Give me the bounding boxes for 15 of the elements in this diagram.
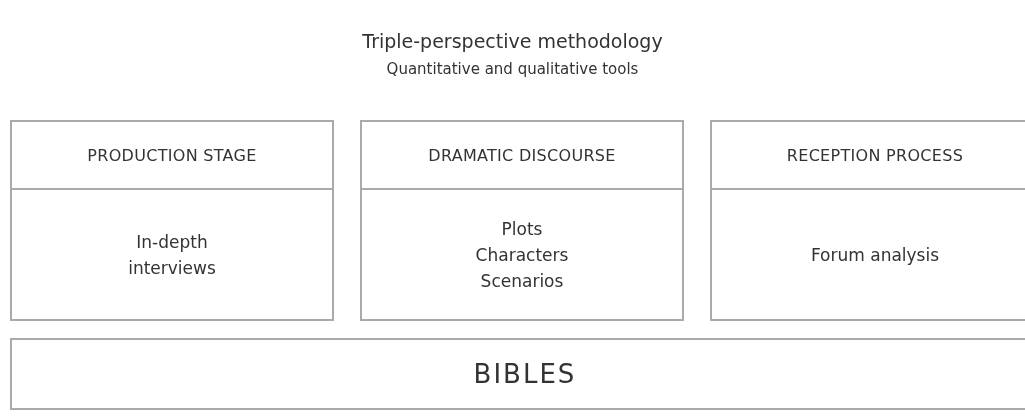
column-text: Forum analysis xyxy=(810,243,940,267)
column-box xyxy=(710,120,1025,321)
column-text: Characters xyxy=(475,243,569,267)
banner-box xyxy=(10,338,1025,410)
column-text: In-depth interviews xyxy=(127,230,217,280)
column-text: Plots xyxy=(501,217,543,241)
banner-text: BIBLES xyxy=(473,359,577,389)
column-heading: DRAMATIC DISCOURSE xyxy=(428,145,616,165)
diagram-title: Triple-perspective methodology xyxy=(362,30,663,52)
column-heading: RECEPTION PROCESS xyxy=(786,145,964,165)
column-box xyxy=(360,120,684,321)
column-text: Scenarios xyxy=(480,269,564,293)
subtitle: Quantitative and qualitative tools xyxy=(386,60,639,78)
column-heading: PRODUCTION STAGE xyxy=(87,145,257,165)
column-box xyxy=(10,120,334,321)
